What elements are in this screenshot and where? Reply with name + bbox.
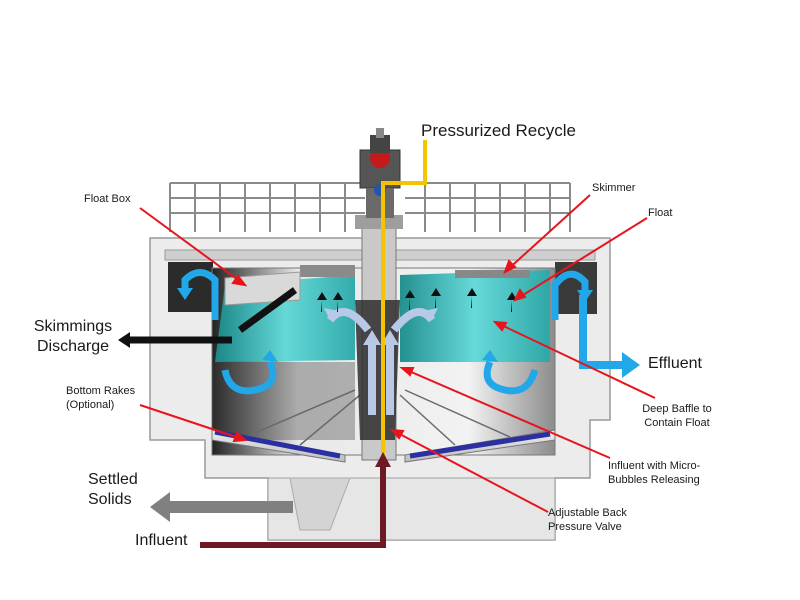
influent-line bbox=[200, 465, 386, 548]
effluent-arrow bbox=[579, 295, 640, 378]
settled-solids-label: Settled Solids bbox=[88, 471, 138, 508]
pressurized-recycle-label: Pressurized Recycle bbox=[421, 121, 576, 140]
skimmer-label: Skimmer bbox=[592, 182, 636, 194]
influent-micro-bubbles-label: Influent with Micro- Bubbles Releasing bbox=[608, 460, 701, 486]
pressurized-recycle-line bbox=[381, 140, 427, 455]
influent-arrowhead bbox=[375, 452, 391, 467]
handrail bbox=[169, 182, 571, 232]
skimmings-discharge-label: Skimmings Discharge bbox=[33, 318, 113, 355]
skimmings-discharge-arrow bbox=[118, 287, 298, 348]
flow-arrow-icon bbox=[181, 269, 589, 395]
bottom-rakes-label: Bottom Rakes (Optional) bbox=[66, 385, 136, 411]
effluent-label: Effluent bbox=[648, 355, 702, 372]
influent-label: Influent bbox=[135, 532, 188, 549]
float-box-label: Float Box bbox=[84, 193, 131, 205]
center-column bbox=[324, 128, 438, 461]
callout-arrow-icon bbox=[139, 194, 656, 513]
deep-baffle-label: Deep Baffle to Contain Float bbox=[642, 403, 712, 429]
settled-solids-arrow bbox=[150, 492, 293, 522]
adjustable-back-pressure-valve-label: Adjustable Back Pressure Valve bbox=[548, 507, 627, 533]
float-label: Float bbox=[648, 207, 673, 219]
